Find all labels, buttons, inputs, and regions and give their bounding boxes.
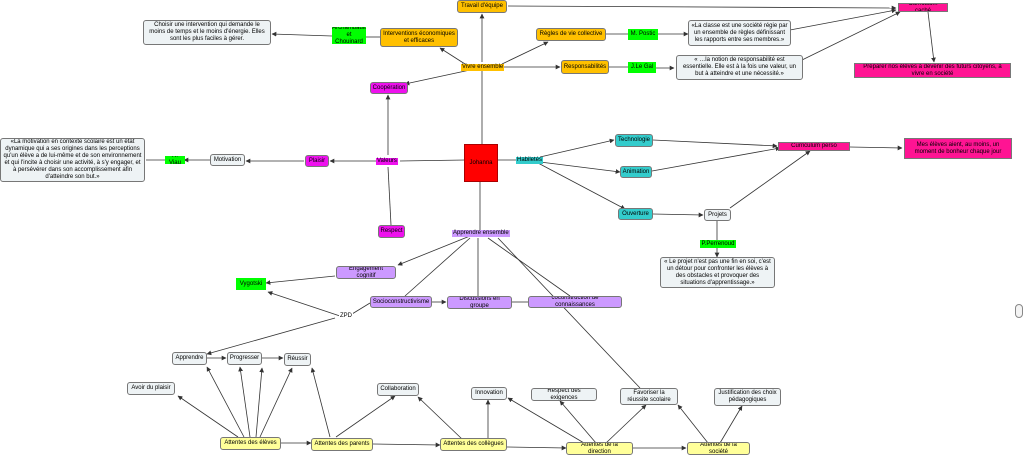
regles-node[interactable]: Règles de vie collective [536, 28, 606, 41]
respect-exigences-node[interactable]: Respect des exigences [531, 388, 597, 401]
quote-viau-node[interactable]: «La motivation en contexte scolaire est … [0, 138, 145, 182]
viau-node[interactable]: R. Viau [165, 156, 185, 164]
technologie-node[interactable]: Technologie [615, 134, 653, 147]
scroll-handle[interactable] [1015, 304, 1023, 318]
responsabilites-node[interactable]: Responsabilités [561, 60, 609, 74]
attentes-collegues-node[interactable]: Attentes des collègues [440, 438, 507, 451]
attentes-parents-node[interactable]: Attentes des parents [311, 438, 373, 451]
coconstruction-node[interactable]: coconstruction de connaissances [528, 296, 622, 308]
avoir-plaisir-node[interactable]: Avoir du plaisir [127, 382, 175, 395]
plaisir-node[interactable]: Plaisir [305, 155, 329, 167]
quote-perrenoud-node[interactable]: « Le projet n'est pas une fin en soi, c'… [660, 257, 775, 288]
favoriser-node[interactable]: Favoriser la réussite scolaire [620, 388, 678, 405]
mes-eleves-node[interactable]: Mes élèves aient, au moins, un moment de… [904, 138, 1012, 159]
quote-archambault-node[interactable]: Choisir une intervention qui demande le … [143, 20, 271, 45]
innovation-node[interactable]: Innovation [471, 387, 507, 400]
quote-postic-node[interactable]: «La classe est une société régie par un … [688, 20, 791, 46]
discussions-node[interactable]: Discussions en groupe [447, 296, 512, 309]
engagement-node[interactable]: Engagement cognitif [336, 266, 396, 279]
archambault-node[interactable]: Archambault et Chouinard [332, 27, 366, 44]
attentes-societe-node[interactable]: Attentes de la société [687, 442, 750, 455]
projets-node[interactable]: Projets [704, 209, 731, 221]
vivre-ensemble-label: Vivre ensemble [461, 64, 505, 71]
center-node[interactable]: Johanna [464, 144, 498, 182]
attentes-eleves-node[interactable]: Attentes des élèves [220, 437, 281, 450]
travail-equipe-node[interactable]: Travail d'équipe [457, 0, 507, 13]
reussir-node[interactable]: Réussir [284, 353, 311, 366]
motivation-node[interactable]: Motivation [210, 154, 245, 166]
respect-node[interactable]: Respect [378, 225, 405, 238]
cooperation-node[interactable]: Coopération [370, 82, 408, 94]
vygotski-node[interactable]: Vygotski [236, 278, 266, 290]
postic-node[interactable]: M. Postic [628, 29, 658, 40]
curriculum-cache-node[interactable]: Curriculum caché [898, 3, 948, 12]
interventions-node[interactable]: Interventions économiques et efficaces [380, 28, 458, 47]
habiletes-label: Habiletés [516, 157, 544, 164]
justification-node[interactable]: Justification des choix pédagogiques [714, 388, 781, 406]
preparer-node[interactable]: Préparer nos élèves à devenir des futurs… [854, 63, 1011, 78]
attentes-direction-node[interactable]: Attentes de la direction [566, 442, 633, 455]
zpd-label: ZPD [339, 313, 353, 320]
valeurs-label: Valeurs [376, 158, 398, 165]
ouverture-node[interactable]: Ouverture [618, 208, 653, 220]
collaboration-node[interactable]: Collaboration [377, 383, 419, 396]
apprendre-ensemble-label: Apprendre ensemble [452, 230, 510, 237]
quote-legal-node[interactable]: « …la notion de responsabilité est essen… [676, 55, 803, 80]
apprendre-node[interactable]: Apprendre [172, 352, 207, 365]
legal-node[interactable]: J.Le Gal [628, 62, 656, 73]
curriculum-perso-node[interactable]: Curriculum perso [778, 142, 850, 151]
perrenoud-node[interactable]: P.Perrenoud [700, 240, 736, 248]
socio-node[interactable]: Socioconstructivisme [370, 296, 432, 308]
progresser-node[interactable]: Progresser [227, 352, 262, 365]
animation-node[interactable]: Animation [620, 166, 652, 178]
